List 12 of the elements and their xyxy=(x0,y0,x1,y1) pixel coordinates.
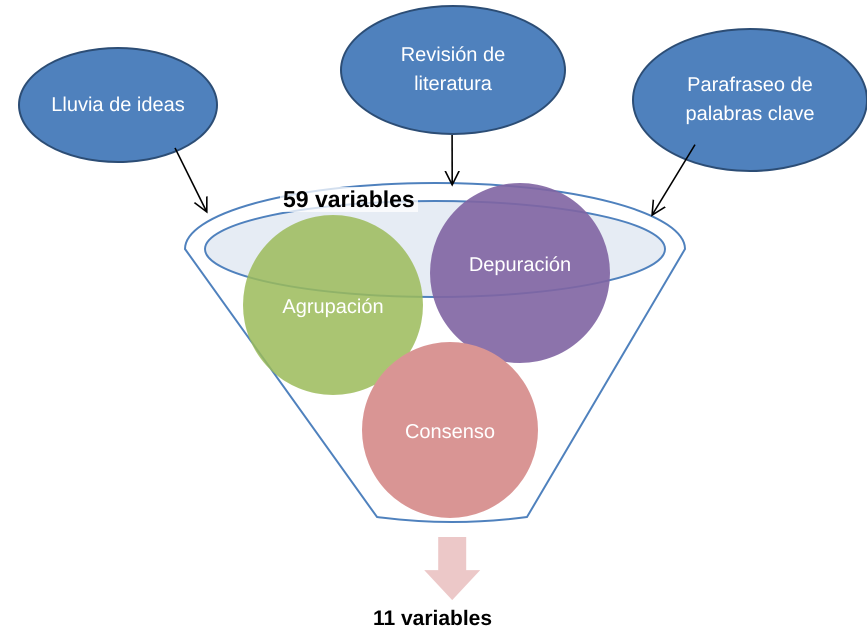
step-circle: Agrupación xyxy=(243,215,423,395)
step-circle: Consenso xyxy=(362,342,538,518)
arrow xyxy=(174,148,208,213)
arrow xyxy=(651,144,696,216)
idea-oval: Revisión de literatura xyxy=(340,5,566,135)
result-text: 11 variables xyxy=(345,598,520,640)
arrow xyxy=(444,135,460,186)
funnel-title: 59 variables xyxy=(280,187,418,212)
idea-oval: Parafraseo de palabras clave xyxy=(632,28,867,172)
step-circle: Depuración xyxy=(430,183,610,363)
idea-oval: Lluvia de ideas xyxy=(18,47,218,163)
block-arrow xyxy=(424,537,480,600)
